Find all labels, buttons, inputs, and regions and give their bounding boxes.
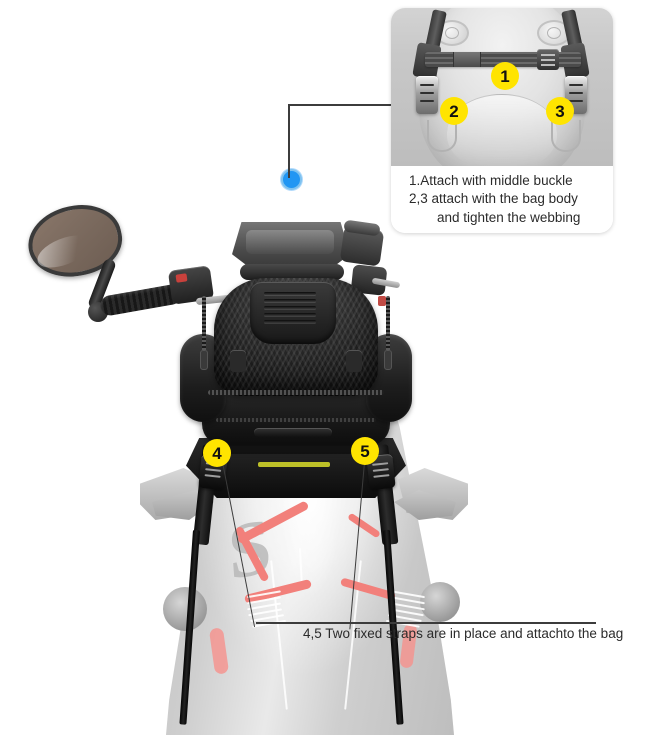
inset-middle-buckle — [537, 49, 559, 70]
tank-bag-vent-grille — [264, 292, 316, 326]
right-pocket-zipper — [386, 296, 390, 352]
inset-photo: 1 2 3 — [391, 8, 613, 166]
badge-5: 5 — [351, 437, 379, 465]
inset-left-cam-buckle — [416, 76, 438, 114]
tank-bag-lower-zipper — [216, 418, 376, 422]
inset-caption: 1.Attach with middle buckle 2,3 attach w… — [391, 166, 613, 233]
instruction-diagram: S — [0, 0, 645, 645]
badge-3: 3 — [546, 97, 574, 125]
bottom-caption: 4,5 Two fixed straps are in place and at… — [303, 626, 624, 641]
badge-1: 1 — [491, 62, 519, 90]
left-pocket-zipper — [202, 296, 206, 352]
right-zipper-pull — [384, 350, 392, 370]
inset-caption-line-1: 1.Attach with middle buckle — [409, 172, 573, 188]
instrument-cluster-lip — [240, 264, 344, 280]
inset-detail-panel: 1 2 3 1.Attach with middle buckle 2,3 at… — [391, 8, 613, 233]
badge-4: 4 — [203, 439, 231, 467]
inset-caption-line-3: and tighten the webbing — [437, 209, 581, 225]
leader-line-horizontal — [288, 104, 392, 106]
inset-caption-line-2: 2,3 attach with the bag body — [409, 191, 578, 207]
instrument-screen — [246, 230, 334, 254]
badge-2: 2 — [440, 97, 468, 125]
left-lid-tab — [230, 350, 246, 372]
left-rear-detail — [163, 587, 207, 631]
left-zipper-pull — [200, 350, 208, 370]
right-rear-detail — [420, 582, 460, 622]
tank-bag-handle — [254, 428, 332, 437]
bottom-leader-line — [256, 622, 596, 624]
tank-bag — [180, 278, 412, 468]
leader-line-vertical — [288, 104, 290, 178]
right-switch-red-button — [378, 296, 386, 306]
yellow-accent-strip — [258, 462, 330, 467]
inset-right-anchor-loop — [551, 120, 581, 152]
inset-left-anchor-loop — [427, 120, 457, 152]
inset-webbing-segment — [453, 52, 481, 67]
right-lid-tab — [346, 350, 362, 372]
callout-marker-blue — [281, 169, 302, 190]
tank-bag-main-zipper — [208, 390, 384, 395]
